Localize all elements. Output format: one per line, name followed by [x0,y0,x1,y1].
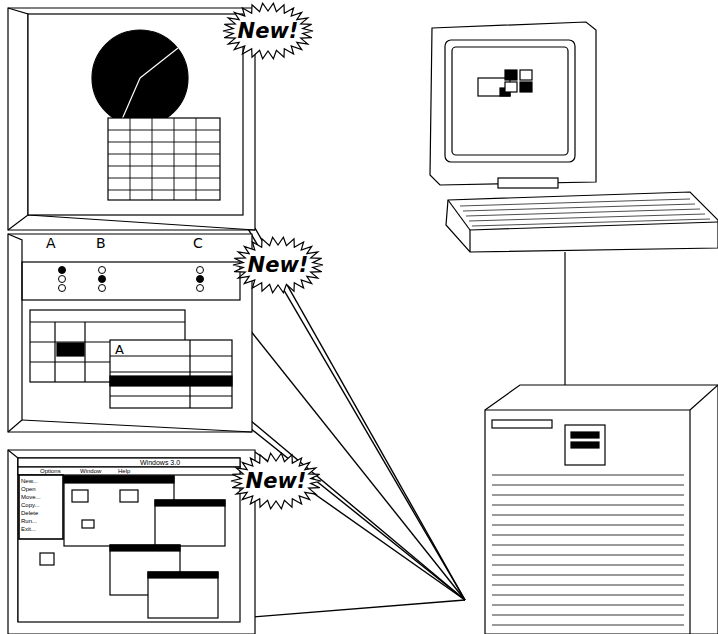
menu-text: Run... [21,518,37,524]
burst-callout: New! [222,2,314,60]
callout-text: New! [246,469,307,493]
menu-text: Open [21,486,36,492]
form-panel [8,234,252,432]
menu-text: Windows 3.0 [140,459,180,466]
burst-callout: New! [232,236,324,294]
windows-panel [8,450,255,634]
column-letter: B [96,236,106,250]
column-letter: A [115,343,124,356]
menu-text: Move... [21,494,41,500]
chart-panel [8,8,255,230]
callout-text: New! [238,19,299,43]
cable-line [564,252,565,398]
menu-text: Exit... [21,526,36,532]
menu-text: Copy... [21,502,40,508]
leader-lines [232,215,465,618]
workstation [430,22,718,252]
menu-text: Options [40,468,61,474]
burst-callout: New! [230,452,322,510]
server-cabinet [485,385,718,634]
menu-text: Delete [21,510,38,516]
menu-text: Help [118,468,130,474]
callout-text: New! [248,253,309,277]
column-letter: C [193,236,203,250]
menu-text: New... [21,478,38,484]
menu-text: Window [80,468,101,474]
column-letter: A [46,236,56,250]
